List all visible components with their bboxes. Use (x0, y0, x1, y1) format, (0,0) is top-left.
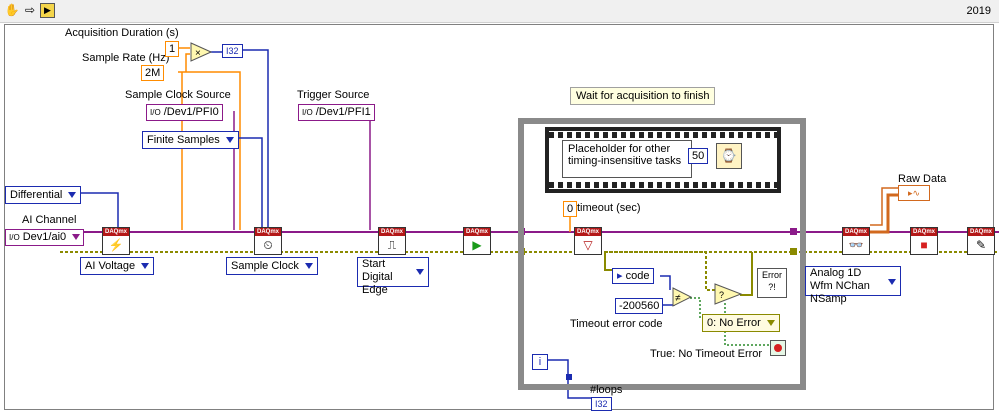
terminal-config-ring[interactable]: Differential (5, 186, 82, 204)
terminal-config-value: Differential (10, 189, 63, 201)
trigger-edge-icon: ⎍ (387, 237, 397, 252)
trigger-vi[interactable]: DAQmx⎍ (378, 227, 406, 255)
true-no-timeout-label: True: No Timeout Error (650, 348, 763, 360)
unbundle-code[interactable]: ▸ code (612, 268, 655, 284)
finite-samples-ring[interactable]: Finite Samples (142, 131, 239, 149)
wait-ms-icon: ⌚ (716, 143, 742, 169)
ai-voltage-ring[interactable]: AI Voltage (80, 257, 155, 275)
select-icon: ? (714, 283, 742, 305)
wait-until-done-vi[interactable]: DAQmx▽ (574, 227, 602, 255)
timeout-error-code-label: Timeout error code (570, 318, 663, 330)
chevron-down-icon (68, 192, 77, 198)
year-label: 2019 (966, 5, 991, 17)
sample-clock-source-label: Sample Clock Source (125, 89, 231, 101)
start-task-vi[interactable]: DAQmx▶ (463, 227, 491, 255)
chevron-down-icon (766, 320, 775, 326)
duration-constant[interactable]: 1 (165, 41, 180, 57)
glasses-icon: 👓 (848, 238, 864, 252)
channel-value: Dev1/ai0 (22, 231, 67, 243)
start-trigger-value: Start Digital Edge (362, 258, 393, 296)
play-icon: ▶ (472, 238, 482, 252)
finite-samples-value: Finite Samples (147, 134, 220, 146)
run-icon[interactable]: ▶ (40, 3, 55, 18)
read-type-value: Analog 1D Wfm NChan NSamp (810, 267, 870, 305)
iteration-terminal: i (532, 354, 548, 370)
clock-source-value: /Dev1/PFI0 (163, 106, 219, 118)
clear-errors-icon: Error?! (757, 268, 787, 298)
clock-icon: ⏲ (263, 237, 273, 252)
hand-tool-icon[interactable]: ✋ (4, 3, 20, 17)
acq-duration-label: Acquisition Duration (s) (65, 27, 179, 39)
chevron-down-icon (225, 137, 234, 143)
error-code-constant[interactable]: -200560 (615, 298, 664, 314)
chevron-down-icon (141, 263, 150, 269)
create-channel-vi[interactable]: DAQmx⚡ (102, 227, 130, 255)
clear-task-vi[interactable]: DAQmx✎ (967, 227, 995, 255)
loops-label: #loops (590, 384, 623, 396)
timeout-constant[interactable]: 0 (563, 201, 578, 217)
arrow-right-icon[interactable]: ⇨ (24, 3, 36, 17)
hourglass-icon: ▽ (583, 238, 593, 252)
multiply-icon: × (190, 42, 212, 62)
timeout-label: timeout (sec) (577, 202, 641, 214)
to-i32-icon: I32 (222, 44, 243, 58)
channel-icon: ⚡ (108, 238, 124, 252)
no-error-constant[interactable]: 0: No Error (702, 314, 780, 332)
not-equal-icon: ≠ (672, 287, 692, 307)
loops-indicator: I32 (591, 397, 612, 411)
trigger-source-label: Trigger Source (297, 89, 370, 101)
code-label: code (625, 270, 650, 282)
rate-constant[interactable]: 2M (141, 65, 165, 81)
start-trigger-ring[interactable]: Start Digital Edge (357, 257, 429, 296)
eraser-icon: ✎ (975, 238, 987, 252)
no-error-value: 0: No Error (707, 317, 761, 329)
svg-text:?: ? (719, 290, 724, 300)
timing-vi[interactable]: DAQmx⏲ (254, 227, 282, 255)
chevron-down-icon (72, 234, 81, 240)
film-strip-bottom (549, 182, 777, 188)
clock-source-constant[interactable]: I/O /Dev1/PFI0 (146, 104, 223, 121)
toolbar: ✋ ⇨ ▶ 2019 (0, 0, 999, 23)
raw-data-label: Raw Data (898, 173, 947, 185)
chevron-down-icon (416, 269, 424, 275)
sample-clock-value: Sample Clock (231, 260, 299, 272)
chevron-down-icon (304, 263, 313, 269)
read-vi[interactable]: DAQmx👓 (842, 227, 870, 255)
channel-constant[interactable]: I/O Dev1/ai0 (5, 229, 85, 246)
wait-note: Wait for acquisition to finish (570, 87, 716, 105)
film-strip-top (549, 132, 777, 138)
trigger-source-constant[interactable]: I/O /Dev1/PFI1 (298, 104, 375, 121)
trigger-source-value: /Dev1/PFI1 (315, 106, 371, 118)
read-type-ring[interactable]: Analog 1D Wfm NChan NSamp (805, 266, 901, 305)
block-diagram (4, 24, 994, 410)
sample-rate-label: Sample Rate (Hz) (82, 52, 170, 64)
chevron-down-icon (888, 279, 896, 285)
raw-data-indicator: ▸∿ (898, 185, 930, 201)
while-loop[interactable] (518, 118, 806, 390)
stop-icon: ■ (920, 238, 928, 252)
ai-voltage-value: AI Voltage (85, 260, 136, 272)
wait-ms-constant[interactable]: 50 (688, 148, 709, 164)
stop-condition-terminal[interactable] (770, 340, 786, 356)
stop-indicator-icon (774, 344, 782, 352)
svg-text:≠: ≠ (675, 293, 681, 304)
stop-task-vi[interactable]: DAQmx■ (910, 227, 938, 255)
ai-channel-label: AI Channel (22, 214, 77, 226)
svg-text:×: × (195, 48, 201, 59)
placeholder-text: Placeholder for other timing-insensitive… (562, 140, 692, 178)
sample-clock-ring[interactable]: Sample Clock (226, 257, 318, 275)
